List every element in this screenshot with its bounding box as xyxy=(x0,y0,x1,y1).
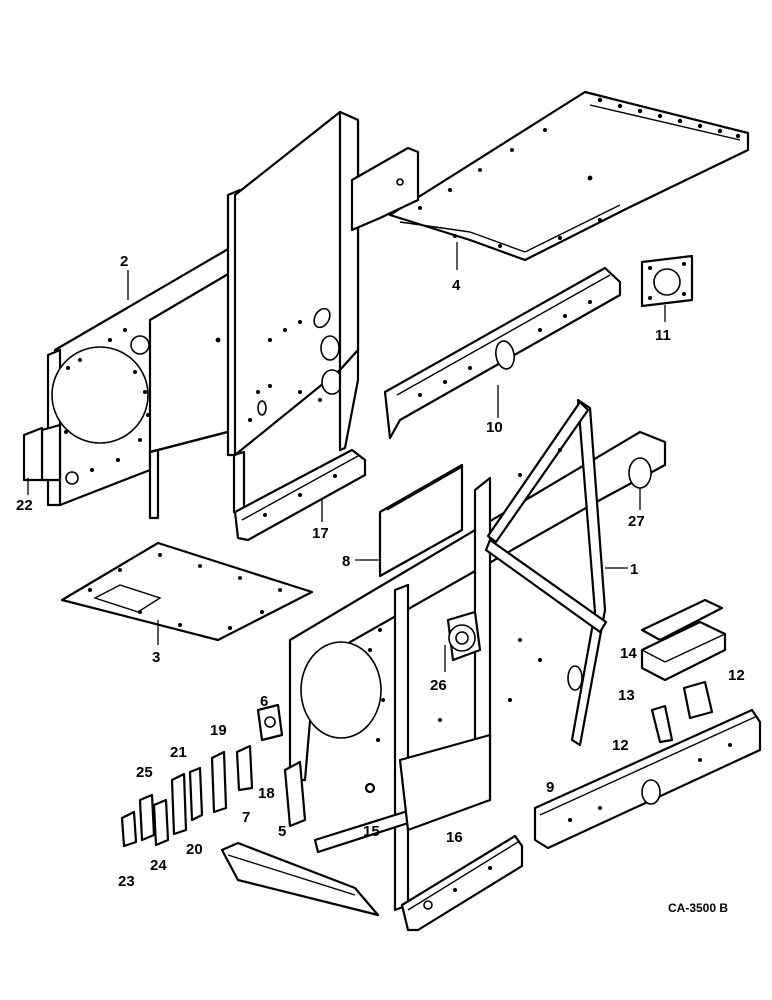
part-1-main-frame xyxy=(288,398,667,912)
part-17-angle-bar xyxy=(233,448,367,542)
callout-9: 9 xyxy=(546,779,554,796)
callout-19: 19 xyxy=(210,722,227,739)
part-12-bracket-a xyxy=(650,704,674,744)
callout-23: 23 xyxy=(118,873,135,890)
callout-12b: 12 xyxy=(612,737,629,754)
drawing-code: CA-3500 B xyxy=(668,901,728,915)
callout-3: 3 xyxy=(152,649,160,666)
part-19-plate xyxy=(210,750,228,814)
callout-2: 2 xyxy=(120,253,128,270)
callout-22: 22 xyxy=(16,497,33,514)
callout-11: 11 xyxy=(655,327,671,344)
part-16-short-beam xyxy=(400,834,524,932)
part-11-bearing-plate xyxy=(640,254,694,308)
part-24-plate xyxy=(152,798,170,847)
callout-7: 7 xyxy=(242,809,250,826)
callout-21: 21 xyxy=(170,744,187,761)
part-9-long-beam xyxy=(533,708,762,850)
callout-18: 18 xyxy=(258,785,275,802)
leader-lines xyxy=(27,242,666,672)
part-26-bearing xyxy=(446,610,482,662)
callout-5: 5 xyxy=(278,823,286,840)
part-12-bracket-b xyxy=(682,680,714,720)
callout-10: 10 xyxy=(486,419,503,436)
part-6-block xyxy=(256,703,284,742)
callout-1: 1 xyxy=(630,561,638,578)
part-23-plate xyxy=(120,810,138,848)
part-15-bolt xyxy=(364,782,376,794)
callout-25: 25 xyxy=(136,764,153,781)
part-5-lower-shield xyxy=(220,841,380,917)
callout-24: 24 xyxy=(150,857,167,874)
callout-4: 4 xyxy=(452,277,461,294)
tall-side-panel xyxy=(233,110,420,457)
callout-labels: 2 4 11 10 17 8 27 1 3 14 12 26 13 6 19 1… xyxy=(16,253,745,915)
callout-26: 26 xyxy=(430,677,447,694)
part-2-left-side-sheet xyxy=(22,188,246,520)
part-25-plate xyxy=(138,793,156,842)
part-7-plate xyxy=(235,744,254,792)
callout-12a: 12 xyxy=(728,667,745,684)
callout-6: 6 xyxy=(260,693,268,710)
callout-16: 16 xyxy=(446,829,463,846)
part-4-top-plate xyxy=(388,90,750,262)
callout-20: 20 xyxy=(186,841,203,858)
part-14-cover xyxy=(640,598,724,642)
callout-8: 8 xyxy=(342,553,350,570)
part-20-plate xyxy=(188,766,204,822)
callout-13: 13 xyxy=(618,687,635,704)
part-21-plate xyxy=(170,772,188,836)
part-3-floor-plate xyxy=(60,541,314,642)
callout-15: 15 xyxy=(363,823,380,840)
part-18-bracket xyxy=(283,760,307,828)
part-8-flat-plate xyxy=(378,463,464,578)
part-10-channel-beam xyxy=(383,266,622,440)
callout-17: 17 xyxy=(312,525,329,542)
callout-14: 14 xyxy=(620,645,637,662)
callout-27: 27 xyxy=(628,513,645,530)
part-13-box xyxy=(640,620,727,682)
part-27-grommet xyxy=(628,457,652,489)
